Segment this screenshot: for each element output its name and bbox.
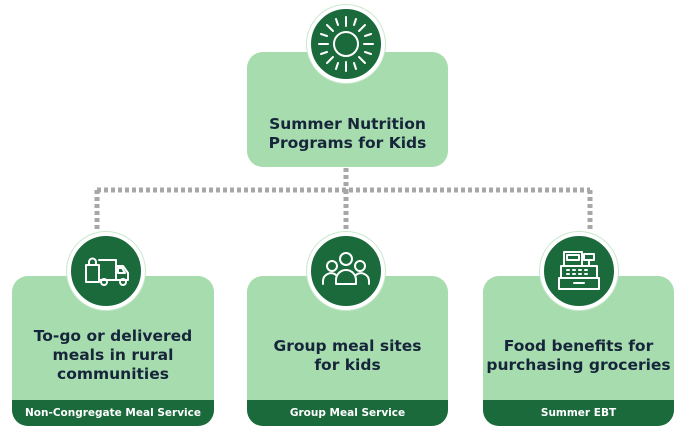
- program-title-summer-ebt: Food benefits for purchasing groceries: [486, 337, 671, 374]
- left-icon-badge: [67, 232, 145, 310]
- program-card-summer-ebt: Food benefits for purchasing groceries S…: [483, 276, 674, 426]
- right-icon-badge: [540, 232, 618, 310]
- middle-icon-badge: [307, 232, 385, 310]
- program-footer-group-meal: Group Meal Service: [247, 400, 448, 426]
- program-footer-summer-ebt: Summer EBT: [483, 400, 674, 426]
- top-program-title: Summer Nutrition Programs for Kids: [268, 115, 427, 152]
- program-footer-non-congregate: Non-Congregate Meal Service: [12, 400, 214, 426]
- sun-icon: [318, 16, 374, 72]
- group-people-icon: [322, 252, 370, 285]
- delivery-truck-icon: [85, 257, 129, 286]
- top-icon-badge: [307, 5, 385, 83]
- cash-register-icon: [558, 251, 600, 290]
- program-title-group-meal: Group meal sites for kids: [273, 337, 422, 374]
- program-title-non-congregate: To-go or delivered meals in rural commun…: [33, 327, 193, 383]
